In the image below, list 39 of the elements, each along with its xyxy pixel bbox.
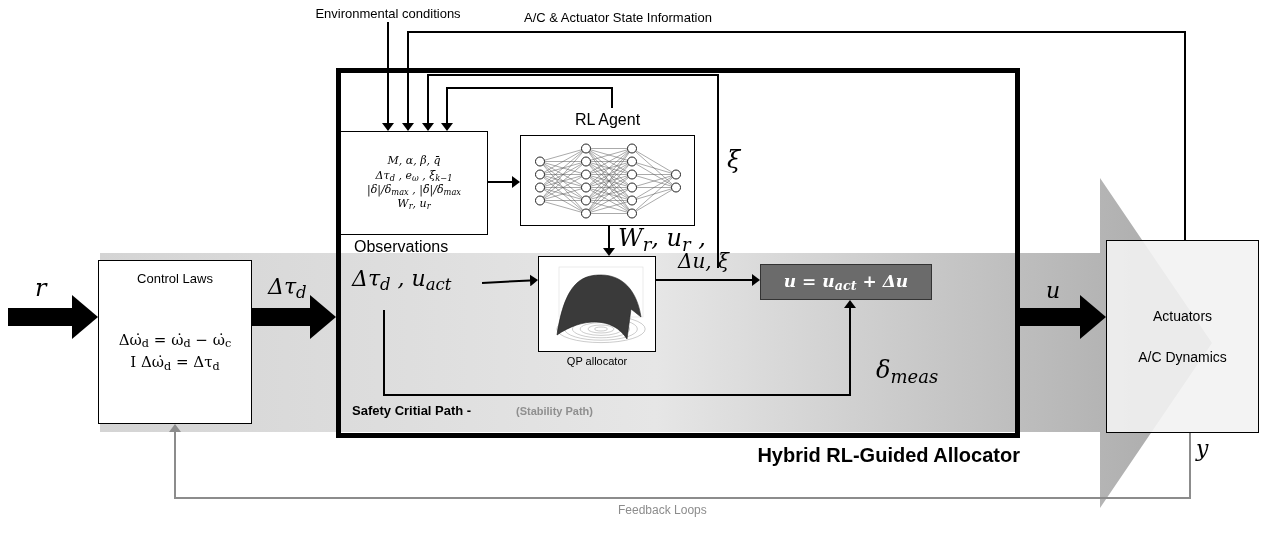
signal-label: Δτ$_{d}$ , u$_{act}$ [352,265,453,295]
arrow [655,274,760,286]
equation: u = u$_{act}$ + Δu [783,270,909,295]
arrow [441,87,613,131]
block-arrow [252,295,336,339]
edge-label: ξ [727,148,741,172]
arrow [402,31,1186,241]
edge-label: Δu, ξ [678,251,730,271]
input-label: Environmental conditions [314,5,462,23]
arrow [382,21,394,131]
box-title: RL Agent [573,110,642,130]
box-label: A/C Dynamics [1138,347,1227,367]
edge-label: Δτ$_{d}$ [268,276,307,298]
arrow [383,300,856,396]
arrow [169,424,1191,499]
signal-label: y [1196,438,1209,460]
path-note: (Stability Path) [516,406,593,417]
box-title: Observations [354,237,449,257]
observation-formula: M, α, β, q̄ [387,154,441,169]
edge-label: u [1046,280,1061,302]
arrow [422,74,719,269]
path-label: Safety Critial Path - [352,404,472,417]
box-title: QP allocator [565,354,629,368]
observation-formula: |δ|/δ$_{max}$ , |δ̇|/δ̇$_{max}$ [366,183,461,198]
arrow [481,274,538,287]
equation: Δω̇$_{d}$ = ω̇$_{d}$ − ω̇$_{c}$ [118,329,232,351]
equation: I Δω̇$_{d}$ = Δτ$_{d}$ [130,352,220,374]
signal-label: δ$_{meas}$ [876,358,939,382]
observation-formula: W$_{r}$, u$_{r}$ [397,197,431,212]
edge-label: W$_{r}$, u$_{r}$ , [618,226,706,250]
box-label: Actuators [1152,306,1213,326]
arrow [603,225,615,256]
allocator-title: Hybrid RL-Guided Allocator [757,443,1020,468]
block-arrow [1020,295,1106,339]
observation-formula: Δτ$_{d}$ , e$_{ω}$ , ξ$_{k−1}$ [375,168,453,183]
arrow [487,176,520,188]
block-arrow [8,295,98,339]
edge-label: r [35,276,47,300]
box-title: Control Laws [137,270,213,288]
